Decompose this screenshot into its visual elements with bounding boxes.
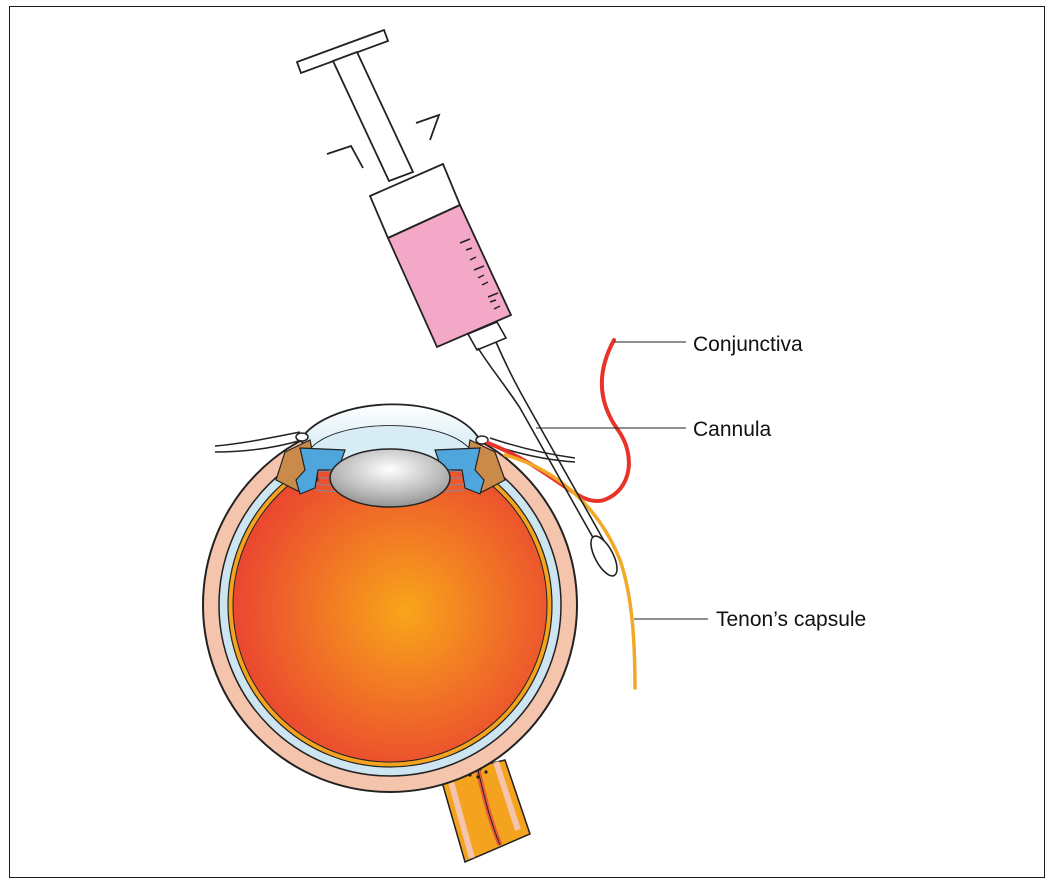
optic-nerve bbox=[439, 759, 531, 864]
leader-lines bbox=[536, 341, 708, 620]
iris bbox=[295, 447, 485, 495]
lens bbox=[329, 448, 451, 508]
tenons-capsule bbox=[503, 453, 637, 690]
eyeball bbox=[202, 417, 578, 793]
label-conjunctiva: Conjunctiva bbox=[693, 333, 803, 356]
label-tenons-capsule: Tenon’s capsule bbox=[716, 608, 867, 631]
label-cannula: Cannula bbox=[693, 418, 772, 441]
syringe-icon bbox=[295, 28, 618, 577]
